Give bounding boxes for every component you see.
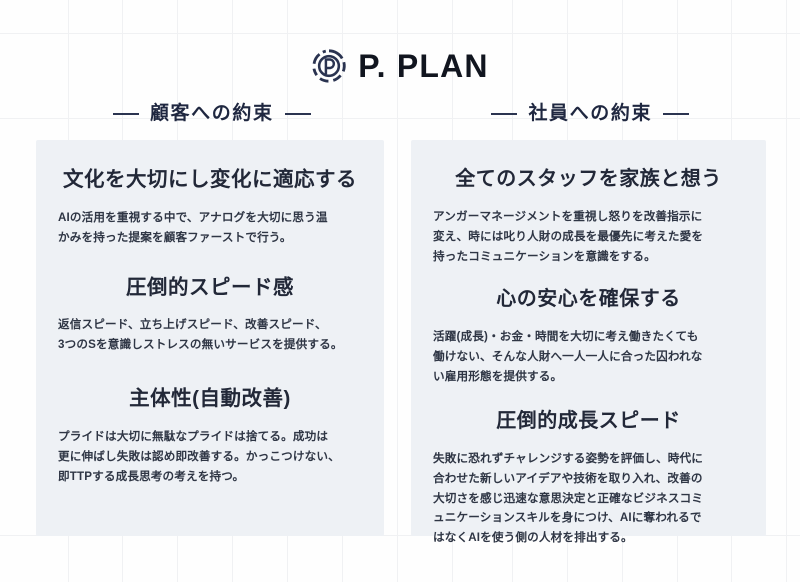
body-line: 合わせた新しいアイデアや技術を取り入れ、改善の [433, 471, 703, 485]
promise-title: 圧倒的成長スピード [496, 409, 681, 432]
rule-right-icon [663, 112, 690, 115]
promise-body: 活躍(成長)・お金・時間を大切に考え働きたくても 働けない、そんな人財へ一人一人… [433, 327, 744, 387]
body-line: 大切さを感じ迅速な意思決定と正確なビジネスコミ [433, 491, 704, 505]
promise-block: 心の安心を確保する 活躍(成長)・お金・時間を大切に考え働きたくても 働けない、… [433, 286, 744, 387]
rule-right-icon [284, 112, 311, 115]
column-header-customer: 顧客への約束 [36, 104, 388, 123]
body-line: 失敗に恐れずチャレンジする姿勢を評価し、時代に [433, 451, 703, 465]
promise-block: 圧倒的成長スピード 失敗に恐れずチャレンジする姿勢を評価し、時代に 合わせた新し… [433, 408, 744, 549]
promise-title: 心の安心を確保する [496, 287, 681, 310]
body-line: 働けない、そんな人財へ一人一人に合った囚われな [433, 349, 703, 363]
promise-block: 主体性(自動改善) プライドは大切に無駄なプライドは捨てる。成功は 更に伸ばし失… [58, 385, 362, 486]
promise-body: プライドは大切に無駄なプライドは捨てる。成功は 更に伸ばし失敗は認め即改善する。… [58, 427, 362, 487]
promise-title: 全てのスタッフを家族と想う [455, 168, 722, 190]
body-line: い雇用形態を提供する。 [433, 369, 563, 383]
promise-block: 圧倒的スピード感 返信スピード、立ち上げスピード、改善スピード、 3つのSを意識… [58, 274, 362, 356]
promise-title: 主体性(自動改善) [129, 387, 291, 411]
column-header-employee: 社員への約束 [415, 104, 767, 123]
promise-block: 全てのスタッフを家族と想う アンガーマネージメントを重視し怒りを改善指示に 変え… [433, 166, 744, 267]
promise-body: 返信スピード、立ち上げスピード、改善スピード、 3つのSを意識しストレスの無いサ… [58, 315, 362, 355]
body-line: 即TTPする成長思考の考えを持つ。 [58, 469, 245, 483]
promise-title: 文化を大切にし変化に適応する [63, 168, 357, 191]
body-line: 更に伸ばし失敗は認め即改善する。かっこつけない、 [58, 449, 340, 463]
promise-body: AIの活用を重視する中で、アナログを大切に思う温 かみを持った提案を顧客ファース… [58, 208, 362, 248]
body-line: 持ったコミュニケーションを意識をする。 [433, 249, 656, 263]
panel-customer-promises: 文化を大切にし変化に適応する AIの活用を重視する中で、アナログを大切に思う温 … [36, 140, 384, 536]
promise-body: 失敗に恐れずチャレンジする姿勢を評価し、時代に 合わせた新しいアイデアや技術を取… [433, 449, 744, 549]
rule-left-icon [112, 112, 139, 115]
column-headers: 顧客への約束 社員への約束 [36, 104, 766, 123]
body-line: 変え、時には叱り人財の成長を最優先に考えた愛を [433, 229, 704, 243]
body-line: かみを持った提案を顧客ファーストで行う。 [58, 230, 292, 244]
body-line: アンガーマネージメントを重視し怒りを改善指示に [433, 210, 703, 223]
body-line: ュニケーションスキルを身につけ、AIに奪われるで [433, 511, 702, 525]
promise-body: アンガーマネージメントを重視し怒りを改善指示に 変え、時には叱り人財の成長を最優… [433, 207, 744, 267]
promise-title: 圧倒的スピード感 [126, 275, 294, 299]
body-line: はなくAIを使う側の人材を排出する。 [433, 531, 633, 545]
rule-left-icon [491, 112, 518, 115]
body-line: 3つのSを意識しストレスの無いサービスを提供する。 [58, 338, 343, 352]
column-header-label: 社員への約束 [528, 103, 653, 124]
brand-logo: P. PLAN [0, 44, 800, 88]
column-header-label: 顧客への約束 [149, 103, 274, 124]
brand-name: P. PLAN [358, 48, 489, 84]
body-line: プライドは大切に無駄なプライドは捨てる。成功は [58, 429, 329, 443]
body-line: 活躍(成長)・お金・時間を大切に考え働きたくても [433, 329, 699, 343]
promise-panels: 文化を大切にし変化に適応する AIの活用を重視する中で、アナログを大切に思う温 … [36, 140, 766, 544]
p-plan-circular-logo-icon [312, 49, 346, 83]
promise-block: 文化を大切にし変化に適応する AIの活用を重視する中で、アナログを大切に思う温 … [58, 166, 362, 248]
body-line: 返信スピード、立ち上げスピード、改善スピード、 [58, 318, 327, 332]
panel-employee-promises: 全てのスタッフを家族と想う アンガーマネージメントを重視し怒りを改善指示に 変え… [411, 140, 766, 544]
body-line: AIの活用を重視する中で、アナログを大切に思う温 [58, 210, 328, 224]
